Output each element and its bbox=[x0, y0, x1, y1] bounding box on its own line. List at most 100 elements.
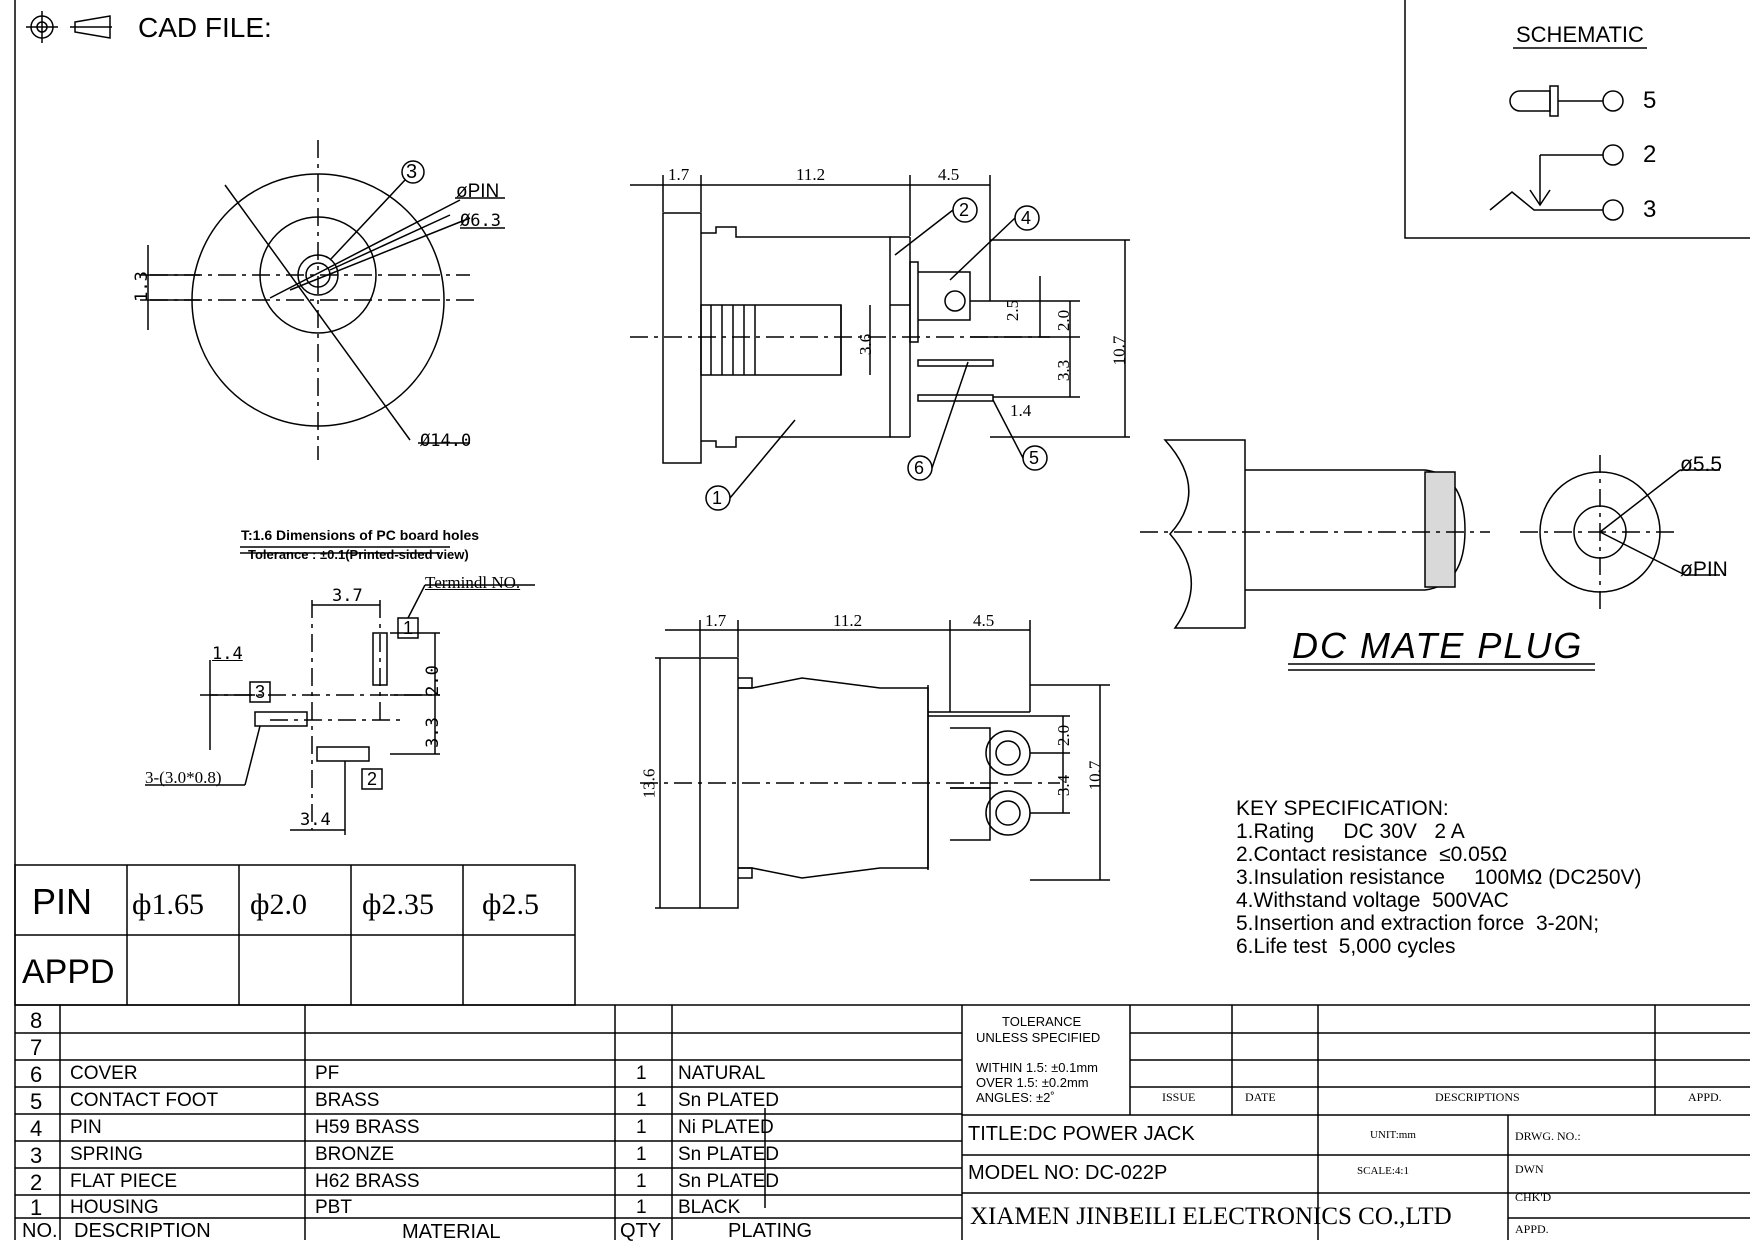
drawn-by-label: DWN bbox=[1515, 1162, 1544, 1176]
bom-row-2-no: 2 bbox=[30, 1170, 43, 1195]
spec-line-2: 2.Contact resistance ≤0.05Ω bbox=[1236, 843, 1508, 866]
top-dim-c: 4.5 bbox=[973, 611, 995, 630]
plug-label: DC MATE PLUG bbox=[1292, 625, 1584, 666]
pcb-dim-h2: 3.3 bbox=[422, 717, 443, 748]
bom-row-2-desc: FLAT PIECE bbox=[70, 1171, 177, 1192]
schematic-pin-5: 5 bbox=[1643, 87, 1657, 114]
side-dim-a: 1.7 bbox=[668, 165, 690, 184]
front-view bbox=[140, 140, 505, 460]
bom-header-no: NO. bbox=[22, 1220, 58, 1242]
bom-row-4-plating: Ni PLATED bbox=[678, 1117, 774, 1138]
pcb-dim-w1: 3.7 bbox=[332, 586, 363, 606]
top-dim-a: 1.7 bbox=[705, 611, 727, 630]
pcb-terminal-1: 1 bbox=[403, 618, 414, 638]
model-number: MODEL NO: DC-022P bbox=[968, 1162, 1168, 1184]
spec-line-4: 4.Withstand voltage 500VAC bbox=[1236, 889, 1509, 912]
pcb-hole-layout bbox=[145, 546, 535, 835]
front-outer-diameter: Ø6.3 bbox=[460, 211, 501, 231]
pcb-title: T:1.6 Dimensions of PC board holes bbox=[241, 527, 480, 543]
bom-grid bbox=[15, 1005, 963, 1240]
bom-row-2-material: H62 BRASS bbox=[315, 1171, 420, 1192]
pin-size-2: ф2.0 bbox=[250, 888, 307, 921]
side-dim-d3: 3.6 bbox=[856, 333, 876, 356]
bom-row-3-plating: Sn PLATED bbox=[678, 1144, 780, 1165]
callout-3: 3 bbox=[406, 161, 418, 183]
scale-label: SCALE:4:1 bbox=[1357, 1165, 1409, 1177]
pcb-dim-h1: 2.0 bbox=[422, 665, 443, 696]
checked-by-label: CHK'D bbox=[1515, 1190, 1552, 1204]
spec-title: KEY SPECIFICATION: bbox=[1236, 797, 1449, 820]
bom-row-6-plating: NATURAL bbox=[678, 1063, 766, 1084]
pin-table-grid bbox=[14, 864, 576, 1006]
bom-row-5-material: BRASS bbox=[315, 1090, 380, 1111]
plug-outer-diameter: ø5.5 bbox=[1680, 453, 1723, 476]
bom-row-2-qty: 1 bbox=[636, 1171, 647, 1192]
side-callout-1: 1 bbox=[712, 488, 723, 508]
bom-row-1-material: PBT bbox=[315, 1197, 352, 1218]
side-dim-b: 11.2 bbox=[796, 165, 826, 184]
spec-line-6: 6.Life test 5,000 cycles bbox=[1236, 935, 1456, 958]
unit-label: UNIT:mm bbox=[1370, 1129, 1416, 1141]
side-callout-2: 2 bbox=[959, 200, 970, 220]
mate-plug-view bbox=[1140, 439, 1720, 671]
bom-header-qty: QTY bbox=[620, 1220, 662, 1242]
plug-pin-diameter: øPIN bbox=[1680, 558, 1728, 581]
bom-row-6-desc: COVER bbox=[70, 1063, 138, 1084]
pcb-slot-dim: 3-(3.0*0.8) bbox=[145, 768, 222, 787]
spec-line-3: 3.Insulation resistance 100MΩ (DC250V) bbox=[1236, 866, 1642, 889]
top-dim-p3: 10.7 bbox=[1085, 760, 1105, 791]
side-dim-d5: 1.4 bbox=[1010, 401, 1032, 420]
bom-row-3-no: 3 bbox=[30, 1143, 43, 1168]
side-view bbox=[630, 175, 1130, 511]
bom-row-6-qty: 1 bbox=[636, 1063, 647, 1084]
bom-row-4-qty: 1 bbox=[636, 1117, 647, 1138]
pcb-terminal-3: 3 bbox=[255, 682, 266, 702]
bom-row-3-material: BRONZE bbox=[315, 1144, 395, 1165]
spec-line-1: 1.Rating DC 30V 2 A bbox=[1236, 820, 1465, 843]
company-name: XIAMEN JINBEILI ELECTRONICS CO.,LTD bbox=[970, 1203, 1452, 1230]
bom-row-6-material: PF bbox=[315, 1063, 340, 1084]
pin-size-3: ф2.35 bbox=[362, 888, 434, 921]
pcb-terminal-2: 2 bbox=[367, 769, 378, 789]
side-callout-4: 4 bbox=[1021, 208, 1032, 228]
pin-size-1: ф1.65 bbox=[132, 888, 204, 921]
bom-row-6-no: 6 bbox=[30, 1062, 43, 1087]
top-dim-p2: 3.4 bbox=[1054, 774, 1074, 797]
bom-row-3-qty: 1 bbox=[636, 1144, 647, 1165]
side-dim-d4: 3.3 bbox=[1054, 359, 1074, 382]
bom-row-1-qty: 1 bbox=[636, 1197, 647, 1218]
bom-row-7-no: 7 bbox=[30, 1035, 43, 1060]
bom-row-5-desc: CONTACT FOOT bbox=[70, 1090, 219, 1111]
schematic-symbol bbox=[1404, 0, 1750, 239]
front-pin-diameter: øPIN bbox=[456, 181, 500, 202]
cad-file-label: CAD FILE: bbox=[138, 12, 272, 43]
schematic-title: SCHEMATIC bbox=[1516, 22, 1644, 47]
pin-table-appd-label: APPD bbox=[22, 953, 115, 991]
title-block-grid bbox=[962, 1005, 1750, 1240]
top-dim-h: 13.6 bbox=[639, 768, 659, 799]
bom-row-1-desc: HOUSING bbox=[70, 1197, 159, 1218]
top-dim-p1: 2.0 bbox=[1054, 724, 1074, 747]
bom-row-2-plating: Sn PLATED bbox=[678, 1171, 780, 1192]
bom-header-description: DESCRIPTION bbox=[74, 1220, 211, 1242]
tolerance-line-2: OVER 1.5: ±0.2mm bbox=[976, 1075, 1089, 1090]
bom-row-5-plating: Sn PLATED bbox=[678, 1090, 780, 1111]
pcb-dim-w2: 1.4 bbox=[212, 644, 243, 664]
approved-by-label: APPD. bbox=[1515, 1222, 1549, 1236]
top-dim-b: 11.2 bbox=[833, 611, 863, 630]
top-view bbox=[640, 620, 1110, 909]
side-dim-c: 4.5 bbox=[938, 165, 960, 184]
tolerance-line-3: ANGLES: ±2˚ bbox=[976, 1090, 1055, 1105]
rev-header-date: DATE bbox=[1245, 1090, 1276, 1104]
bom-header-plating: PLATING bbox=[728, 1220, 813, 1242]
tolerance-title-2: UNLESS SPECIFIED bbox=[976, 1030, 1101, 1045]
spec-line-5: 5.Insertion and extraction force 3-20N; bbox=[1236, 912, 1600, 935]
schematic-pin-3: 3 bbox=[1643, 196, 1657, 223]
schematic-pin-2: 2 bbox=[1643, 141, 1657, 168]
rev-header-descriptions: DESCRIPTIONS bbox=[1435, 1090, 1520, 1104]
tolerance-line-1: WITHIN 1.5: ±0.1mm bbox=[976, 1060, 1098, 1075]
drawing-title: TITLE:DC POWER JACK bbox=[968, 1123, 1195, 1145]
pin-size-4: ф2.5 bbox=[482, 888, 539, 921]
bom-row-8-no: 8 bbox=[30, 1008, 43, 1033]
